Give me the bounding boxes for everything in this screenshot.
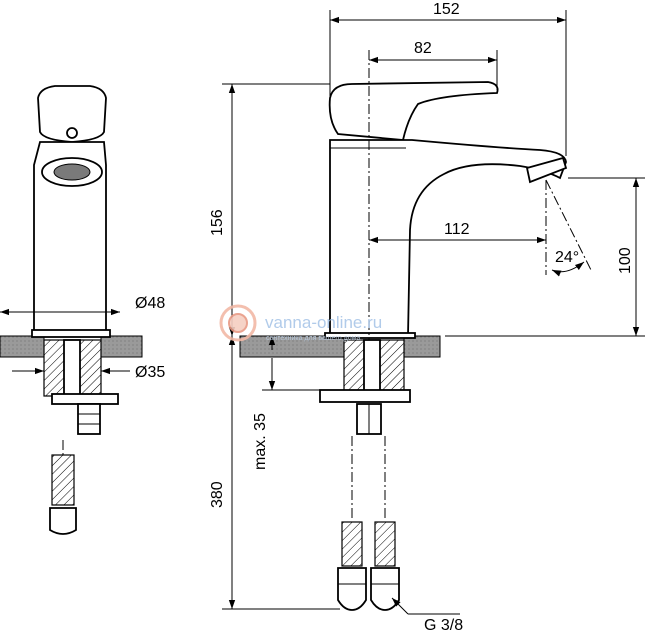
dim-body-diameter: Ø48 [135,295,165,312]
watermark-logo [219,304,257,342]
dim-height: 156 [209,209,226,236]
front-base [324,332,416,339]
dim-spout-reach: 112 [444,221,470,238]
countertop-left-side [0,335,45,358]
dim-connection: G 3/8 [424,617,463,634]
watermark-site: vanna-online.ru [265,313,382,332]
side-handle [37,85,107,143]
dim-lever-length: 82 [414,40,432,57]
dim-overall-length: 152 [433,1,460,18]
side-hose [51,454,75,506]
dim-deck-thickness: max. 35 [252,413,269,470]
aerator-mesh [53,163,91,181]
side-stud-center [63,339,81,397]
countertop-right-side [100,335,143,358]
side-hose-nut [77,403,101,435]
side-fixing-plate [51,393,119,405]
front-hose-end-left [337,567,367,611]
side-view: Ø48 Ø35 [0,85,165,535]
front-hose-left [341,521,363,567]
spout-outlet [525,156,568,184]
front-hose-right [374,521,396,567]
dim-outlet-height: 100 [617,247,634,274]
side-base [31,329,111,338]
dim-hole-diameter: Ø35 [135,364,165,381]
countertop-right-front [403,335,441,358]
dimension-lines: 152 82 156 112 24° 100 max. 35 380 [209,1,645,634]
front-lever [328,81,499,141]
side-hose-end [49,507,77,535]
front-view [239,50,568,611]
dim-spout-angle: 24° [555,249,579,266]
dim-hose-length: 380 [209,481,226,508]
handle-screw [66,127,78,139]
front-fixing-plate [319,389,411,403]
watermark: vanna-online.ru сантехника для вашего до… [219,304,382,342]
front-hose-end-right [370,567,400,611]
watermark-tagline: сантехника для вашего дома [266,335,360,342]
front-stud-center [363,339,381,393]
